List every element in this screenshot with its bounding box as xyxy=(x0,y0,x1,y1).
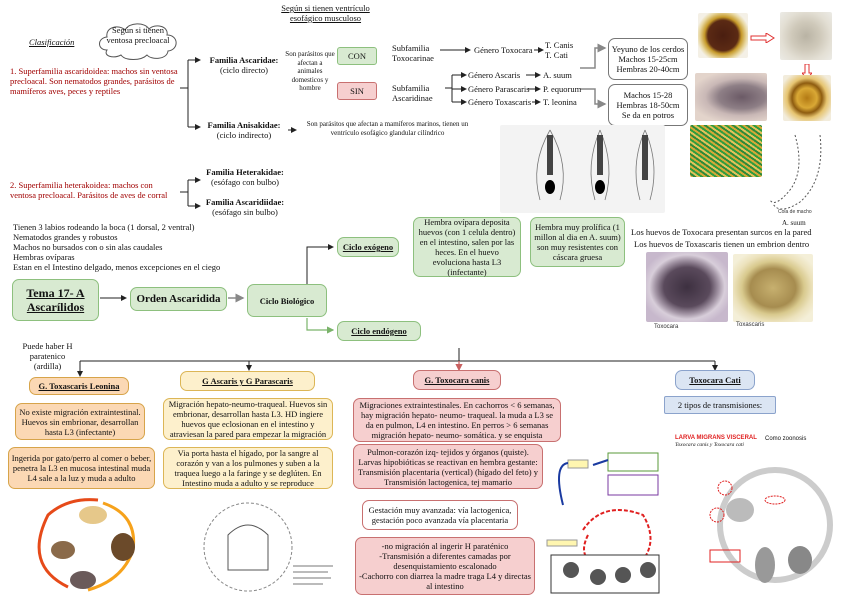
cloud-label: Según si tienen ventosa precloacal xyxy=(106,25,170,45)
esophagus-illustrations xyxy=(500,125,665,213)
toxascaris-egg-photo xyxy=(733,254,813,322)
toxascaris-title-box: G. Toxascaris Leonina xyxy=(29,377,129,395)
toxocara-cati-box-1: 2 tipos de transmisiones: xyxy=(664,396,776,414)
characteristic-item: Machos no bursados con o sin alas caudal… xyxy=(13,242,163,252)
zoonosis-figure-subtitle: Toxocara canis y Toxocara cati xyxy=(675,442,744,448)
zoonosis-figure-heading: Como zoonosis xyxy=(765,436,807,442)
genus-toxocara: Género Toxocara xyxy=(474,45,533,55)
toxocara-canis-box-2: Pulmon-corazón izq- tejidos y órganos (q… xyxy=(353,444,543,489)
family-ascaridae: Familia Ascaridae: (ciclo directo) xyxy=(200,55,288,75)
toxascaris-egg-caption: Toxascaris xyxy=(736,322,765,328)
ascaris-title-box: G Ascaris y G Parascaris xyxy=(180,371,315,391)
genus-ascaris: Género Ascaris xyxy=(468,70,521,80)
species-ascaris: A. suum xyxy=(543,70,572,80)
family-anisakidae-detail: (ciclo indirecto) xyxy=(216,130,272,140)
zoonosis-figure: LARVA MIGRANS VISCERAL Toxocara canis y … xyxy=(675,430,847,598)
ascaris-suum-box: Yeyuno de los cerdos Machos 15-25cm Hemb… xyxy=(608,38,688,80)
toxocara-canis-lifecycle-diagram xyxy=(546,452,660,594)
red-arrow-icon xyxy=(750,33,775,43)
toxascaris-box-1: No existe migración extraintestinal. Hue… xyxy=(15,403,145,440)
species-parascaris: P. equorum xyxy=(543,84,582,94)
worm-tail-caption: Cola de macho xyxy=(778,209,812,215)
subfamily-ascaridinae: Subfamilia Ascaridinae xyxy=(392,83,433,103)
characteristic-item: Nematodos grandes y robustos xyxy=(13,232,118,242)
parascaris-box: Machos 15-28 Hembras 18-50cm Se da en po… xyxy=(608,84,688,126)
ascaris-box-1: Migración hepato-neumo-traqueal. Huevos … xyxy=(163,398,333,440)
cloud-shape xyxy=(99,23,177,60)
adult-worms-photo xyxy=(690,125,762,177)
superfamily1-text: 1. Superfamilia ascaridoidea: machos sin… xyxy=(10,66,178,96)
toxocara-canis-box-3: Gestación muy avanzada: vía lactogenica,… xyxy=(362,500,518,530)
egg-photo-embryonated xyxy=(780,12,832,60)
esophagus-drawing xyxy=(536,129,655,201)
family-ascaridae-detail: (ciclo directo) xyxy=(220,65,268,75)
family-heterakidae-name: Familia Heterakidae: xyxy=(206,167,284,177)
egg-photo-unembryonated xyxy=(698,13,748,58)
family-heterakidae-detail: (esófago con bulbo) xyxy=(211,177,279,187)
larva-in-egg-photo xyxy=(695,73,767,121)
toxocara-canis-title-box: G. Toxocara canis xyxy=(413,370,501,390)
worm-tail-illustration xyxy=(769,134,822,210)
toxocara-canis-box-1: Migraciones extraintestinales. En cachor… xyxy=(353,398,561,442)
esofago-heading: Según si tienen ventrículo esofágico mus… xyxy=(281,3,370,23)
ascaris-box-2: Via porta hasta el hígado, por la sangre… xyxy=(163,447,333,489)
exogeno-box-2: Hembra muy prolífica (1 millon al dia en… xyxy=(530,217,625,267)
characteristic-item: Estan en el Intestino delgado, menos exc… xyxy=(13,262,221,272)
paratenic-note: Puede haber H paratenico (ardilla) xyxy=(22,341,73,371)
family-ascaridae-name: Familia Ascaridae: xyxy=(209,55,279,65)
genus-parascaris: Género Parascaris xyxy=(468,84,530,94)
family-ascaridiidae-name: Familia Ascaridiidae: xyxy=(205,197,285,207)
asuum-caption: A. suum xyxy=(782,219,806,227)
characteristic-item: Hembras ovíparas xyxy=(13,252,75,262)
toxocara-cati-title-box: Toxocara Cati xyxy=(675,370,755,390)
family-ascaridiidae: Familia Ascaridiidae: (esófago sin bulbo… xyxy=(200,197,290,217)
zoonosis-cycle-drawing xyxy=(709,467,833,583)
family-anisakidae-name: Familia Anisakidae: xyxy=(207,120,281,130)
ciclo-exogeno-box: Ciclo exógeno xyxy=(337,237,399,257)
exogeno-box-1: Hembra ovípara deposita huevos (con 1 ce… xyxy=(413,217,521,277)
toxascaris-box-2: Ingerida por gato/perro al comer o beber… xyxy=(8,447,155,489)
subfamily-toxocarinae: Subfamilia Toxocarinae xyxy=(392,43,434,63)
sin-badge: SIN xyxy=(337,82,377,100)
toxocara-canis-box-4: -no migración al ingerir H paraténico -T… xyxy=(355,537,535,595)
superfamily2-text: 2. Superfamilia heterakoidea: machos con… xyxy=(10,180,168,200)
toxascaris-lifecycle-diagram xyxy=(37,498,136,592)
characteristics-list: Tienen 3 labios rodeando la boca (1 dors… xyxy=(13,222,263,272)
toxocara-egg-photo xyxy=(646,252,728,322)
ciclo-biologico-box: Ciclo Biológico xyxy=(247,284,327,317)
anisakidae-note: Son parásitos que afectan a mamíferos ma… xyxy=(306,120,469,137)
ascaris-lifecycle-diagram xyxy=(203,502,333,592)
characteristic-item: Tienen 3 labios rodeando la boca (1 dors… xyxy=(13,222,195,232)
genus-toxascaris: Género Toxascaris xyxy=(468,97,532,107)
eggs-note-1: Los huevos de Toxocara presentan surcos … xyxy=(631,227,812,237)
species-toxocara: T. Canis T. Cati xyxy=(545,40,574,60)
larvated-egg-photo xyxy=(783,75,831,121)
toxocara-egg-caption: Toxocara xyxy=(654,324,679,330)
eggs-note-2: Los huevos de Toxascaris tienen un embri… xyxy=(634,239,810,249)
ascaridae-note: Son parásitos que afectan a animales dom… xyxy=(285,50,335,92)
tema-title-box: Tema 17- A Ascarílidos xyxy=(12,279,99,321)
ciclo-endogeno-box: Ciclo endógeno xyxy=(337,321,421,341)
zoonosis-figure-title: LARVA MIGRANS VISCERAL xyxy=(675,435,757,441)
family-heterakidae: Familia Heterakidae: (esófago con bulbo) xyxy=(200,167,290,187)
classification-title: Clasificación xyxy=(29,37,75,47)
family-anisakidae: Familia Anisakidae: (ciclo indirecto) xyxy=(200,120,288,140)
family-ascaridiidae-detail: (esófago sin bulbo) xyxy=(212,207,278,217)
orden-box: Orden Ascaridida xyxy=(130,287,227,311)
con-badge: CON xyxy=(337,47,377,65)
species-toxascaris: T. leonina xyxy=(543,97,577,107)
